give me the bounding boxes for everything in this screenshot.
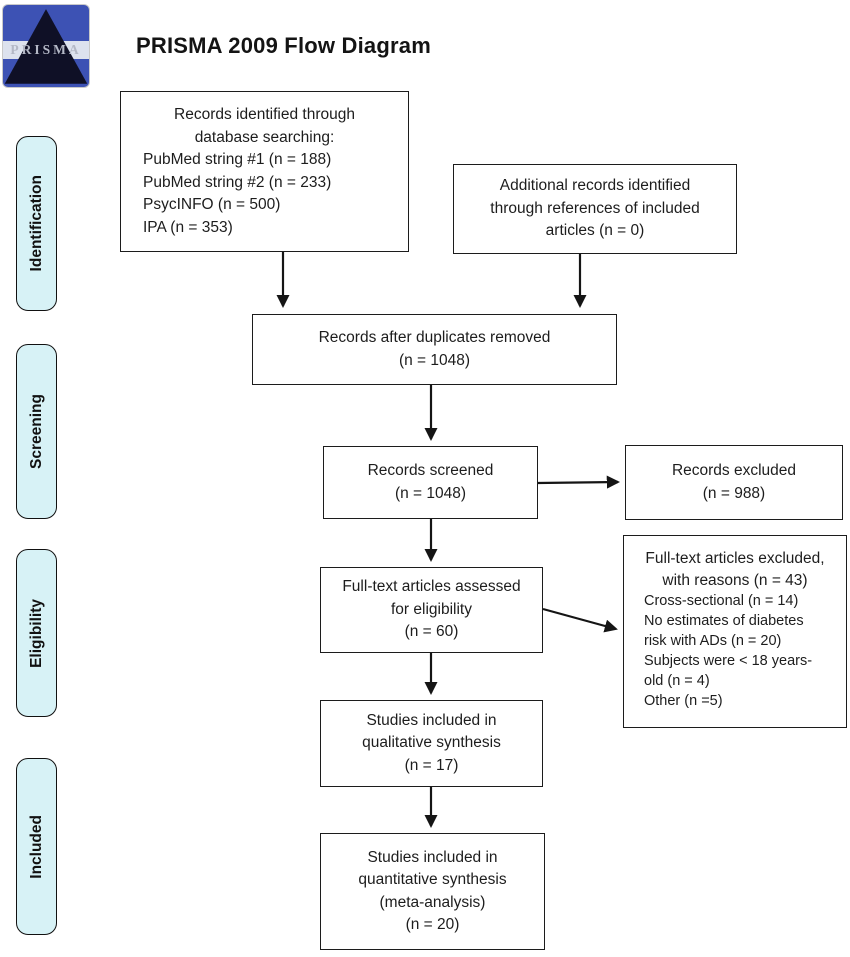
box-quantitative-synthesis-line: Studies included in (367, 848, 498, 866)
box-records-excluded: Records excluded (n = 988) (625, 445, 843, 520)
box-fulltext-excluded-heading: Full-text articles excluded, (645, 550, 825, 567)
prisma-logo: PRISMA (3, 5, 89, 87)
box-additional-records-line: articles (n = 0) (545, 222, 645, 240)
box-quantitative-synthesis-line: quantitative synthesis (358, 871, 507, 888)
box-duplicates-removed: Records after duplicates removed (n = 10… (252, 314, 617, 385)
box-qualitative-synthesis-line: (n = 17) (404, 756, 459, 774)
box-quantitative-synthesis-line: (meta-analysis) (379, 893, 486, 911)
source-count: PubMed string #1 (n = 188) (143, 151, 332, 168)
box-records-screened: Records screened (n = 1048) (323, 446, 538, 519)
box-records-identified: Records identified through database sear… (120, 91, 409, 252)
box-duplicates-removed-line: (n = 1048) (398, 351, 471, 369)
exclusion-reason: No estimates of diabetes risk with ADs (… (644, 613, 804, 649)
stage-included-label: Included (27, 814, 45, 879)
box-records-excluded-line: Records excluded (671, 462, 797, 479)
source-count: IPA (n = 353) (143, 218, 233, 236)
arrow-fulltext-to-excluded (542, 607, 618, 633)
source-count: PubMed string #2 (n = 233) (143, 173, 332, 191)
box-records-identified-heading: database searching: (194, 128, 335, 146)
box-fulltext-assessed: Full-text articles assessed for eligibil… (320, 567, 543, 653)
stage-included: Included (16, 758, 57, 935)
box-qualitative-synthesis-line: Studies included in (366, 711, 497, 729)
box-qualitative-synthesis: Studies included in qualitative synthesi… (320, 700, 543, 787)
box-fulltext-assessed-line: for eligibility (391, 600, 472, 618)
box-records-screened-line: (n = 1048) (394, 484, 467, 502)
box-duplicates-removed-line: Records after duplicates removed (318, 329, 551, 346)
box-records-excluded-line: (n = 988) (702, 484, 766, 502)
box-fulltext-assessed-line: Full-text articles assessed (342, 578, 521, 596)
exclusion-reason: Cross-sectional (n = 14) (644, 593, 799, 609)
box-quantitative-synthesis: Studies included in quantitative synthes… (320, 833, 545, 950)
stage-screening-label: Screening (27, 394, 45, 469)
source-count: PsycINFO (n = 500) (143, 196, 281, 213)
box-additional-records: Additional records identified through re… (453, 164, 737, 254)
prisma-logo-text: PRISMA (10, 42, 82, 57)
exclusion-reason: Subjects were < 18 years-old (n = 4) (644, 653, 813, 689)
box-records-identified-heading: Records identified through (174, 106, 355, 123)
stage-screening: Screening (16, 344, 57, 519)
box-fulltext-assessed-line: (n = 60) (404, 623, 459, 641)
stage-eligibility: Eligibility (16, 549, 57, 717)
exclusion-reason: Other (n =5) (644, 693, 723, 709)
page-title: PRISMA 2009 Flow Diagram (136, 33, 431, 58)
stage-identification-label: Identification (27, 175, 45, 272)
stage-eligibility-label: Eligibility (27, 598, 45, 668)
stage-identification: Identification (16, 136, 57, 311)
box-fulltext-excluded-heading: with reasons (n = 43) (662, 571, 808, 589)
box-fulltext-excluded: Full-text articles excluded, with reason… (623, 535, 847, 728)
box-quantitative-synthesis-line: (n = 20) (405, 916, 460, 933)
box-additional-records-line: through references of included (490, 199, 700, 217)
arrow-screened-to-excluded (537, 475, 620, 489)
box-records-screened-line: Records screened (367, 462, 494, 479)
box-qualitative-synthesis-line: qualitative synthesis (362, 734, 501, 752)
box-additional-records-line: Additional records identified (499, 177, 691, 195)
